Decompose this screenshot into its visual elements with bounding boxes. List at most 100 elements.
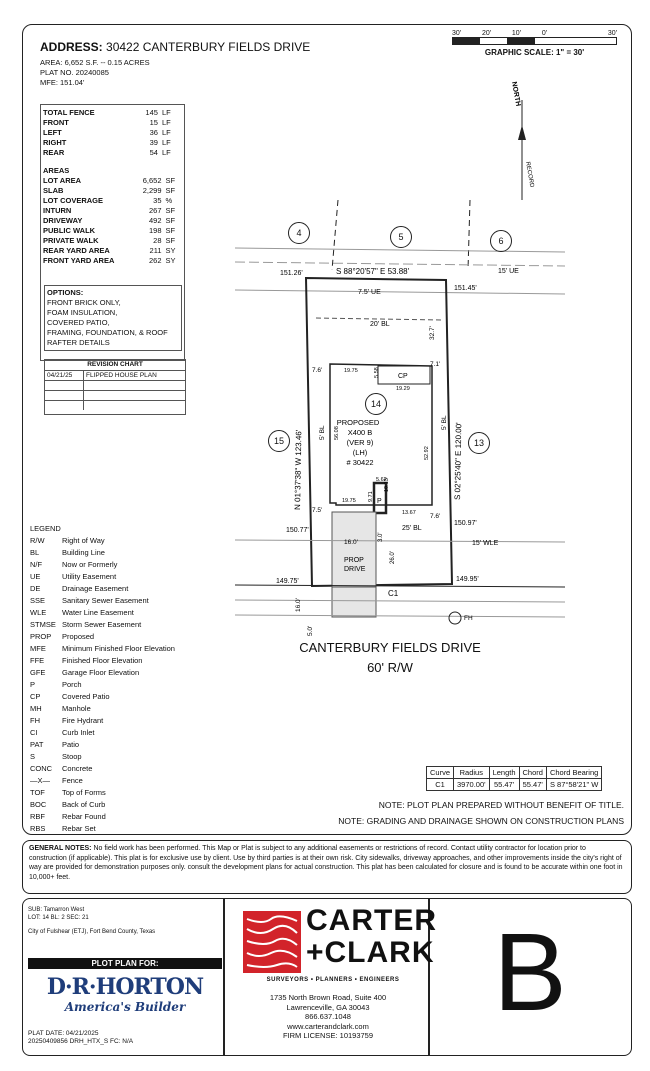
elev-label: 150.97' bbox=[454, 520, 477, 527]
text-cell: 145 bbox=[145, 108, 158, 117]
bl-side-label: 5' BL bbox=[441, 415, 448, 430]
text-cell: 6,652 bbox=[142, 176, 162, 185]
text-cell: Top of Forms bbox=[62, 788, 106, 797]
text-cell: Concrete bbox=[62, 764, 93, 773]
plat-meta: PLAT DATE: 04/21/2025 20250409856 DRH_HT… bbox=[28, 1030, 133, 1046]
company-website[interactable]: www.carterandclark.com bbox=[287, 1021, 369, 1031]
text-cell: BOC bbox=[30, 800, 47, 809]
company-services: SURVEYORS • PLANNERS • ENGINEERS bbox=[266, 977, 400, 983]
text-cell: BL bbox=[30, 548, 40, 557]
text-cell: Storm Sewer Easement bbox=[62, 620, 142, 629]
text-cell: SF bbox=[165, 176, 176, 185]
plot-plan-for-banner: PLOT PLAN FOR: bbox=[28, 958, 222, 969]
dimension-label: 7.5' bbox=[312, 507, 322, 514]
company-name-1: CARTER bbox=[306, 904, 437, 937]
text-cell: S 87°58'21" W bbox=[545, 778, 603, 791]
text-cell: INTURN bbox=[43, 206, 72, 215]
text-cell: Length bbox=[488, 766, 520, 779]
text-cell: Curb Inlet bbox=[62, 728, 95, 737]
house-label: X400 B bbox=[348, 428, 373, 437]
text-cell: Rebar Found bbox=[62, 812, 106, 821]
text-cell: PUBLIC WALK bbox=[43, 226, 96, 235]
text-cell: 198 bbox=[148, 226, 162, 235]
text-cell: Chord bbox=[518, 766, 547, 779]
text-cell: —X— bbox=[30, 776, 51, 785]
text-cell: Stoop bbox=[62, 752, 82, 761]
text-cell: Curve bbox=[425, 766, 455, 779]
text-cell: PROP bbox=[30, 632, 52, 641]
ue-label: 7.5' UE bbox=[358, 289, 381, 296]
area-text: AREA: 6,652 S.F. -- 0.15 ACRES bbox=[40, 58, 150, 67]
option-line: FRONT BRICK ONLY, bbox=[47, 298, 121, 307]
text-cell: UE bbox=[30, 572, 41, 581]
text-cell: LF bbox=[161, 128, 171, 137]
dimension-label: 7.6' bbox=[312, 367, 322, 374]
scale-tick: 20' bbox=[481, 30, 492, 37]
company-address: 1735 North Brown Road, Suite 400 bbox=[269, 993, 387, 1002]
scale-tick: 30' bbox=[607, 30, 617, 37]
client-tagline: America's Builder bbox=[64, 1000, 186, 1014]
elev-label: 149.75' bbox=[276, 578, 299, 585]
text-cell: LF bbox=[161, 108, 171, 117]
text-cell: TOF bbox=[30, 788, 45, 797]
title-note: NOTE: PLOT PLAN PREPARED WITHOUT BENEFIT… bbox=[378, 800, 624, 810]
dimension-label: 32.7' bbox=[429, 326, 436, 340]
option-line: COVERED PATIO, bbox=[47, 318, 110, 327]
firm-license: FIRM LICENSE: 10193759 bbox=[282, 1031, 374, 1040]
text-cell: Covered Patio bbox=[62, 692, 110, 701]
dimension-label: 7.1' bbox=[430, 361, 440, 368]
text-cell: Radius bbox=[453, 766, 490, 779]
address-label: ADDRESS: bbox=[40, 40, 103, 54]
dimension-label: 5.58 bbox=[374, 367, 380, 378]
record-label: RECORD bbox=[524, 161, 535, 188]
dimension-label: 26.0' bbox=[390, 551, 396, 564]
text-cell: Fire Hydrant bbox=[62, 716, 104, 725]
house-label: # 30422 bbox=[346, 458, 373, 467]
scale-tick: 0' bbox=[541, 30, 548, 37]
lot-number: 15 bbox=[268, 430, 290, 452]
company-contact: 1735 North Brown Road, Suite 400 Lawrenc… bbox=[230, 993, 426, 1041]
text-cell: 267 bbox=[148, 206, 162, 215]
elev-label: 149.95' bbox=[456, 576, 479, 583]
revision-title: REVISION CHART bbox=[45, 360, 185, 371]
street-rw: 60' R/W bbox=[367, 660, 413, 675]
scale-tick: 10' bbox=[511, 30, 521, 37]
text-cell: LF bbox=[161, 118, 171, 127]
text-cell: Fence bbox=[62, 776, 83, 785]
text-cell: SY bbox=[165, 246, 176, 255]
north-arrow-icon: NORTH RECORD bbox=[510, 81, 535, 200]
plat-no-text: PLAT NO. 20240085 bbox=[40, 68, 109, 77]
text-cell: S bbox=[30, 752, 36, 761]
text-cell: FFE bbox=[30, 656, 45, 665]
graphic-scale: 30' 20' 10' 0' 30' GRAPHIC SCALE: 1" = 3… bbox=[452, 30, 617, 57]
text-cell: LOT COVERAGE bbox=[43, 196, 104, 205]
dimension-label: 19.75 bbox=[344, 368, 358, 374]
text-cell: PAT bbox=[30, 740, 44, 749]
text-cell: 54 bbox=[149, 148, 158, 157]
dimension-label: 7.6' bbox=[430, 513, 440, 520]
text-cell: Garage Floor Elevation bbox=[62, 668, 140, 677]
text-cell: Porch bbox=[62, 680, 82, 689]
text-cell: % bbox=[165, 196, 173, 205]
text-cell: LF bbox=[161, 138, 171, 147]
title-block bbox=[22, 898, 632, 1056]
lot-number: 6 bbox=[490, 230, 512, 252]
dimension-label: 3.0' bbox=[378, 533, 384, 543]
scale-bar bbox=[452, 37, 617, 45]
revision-desc: FLIPPED HOUSE PLAN bbox=[86, 372, 157, 379]
revision-chart: REVISION CHART 04/21/25 FLIPPED HOUSE PL… bbox=[44, 359, 186, 415]
elev-label: 151.26' bbox=[280, 270, 303, 277]
north-label: NORTH bbox=[510, 81, 521, 107]
text-cell: Patio bbox=[62, 740, 80, 749]
